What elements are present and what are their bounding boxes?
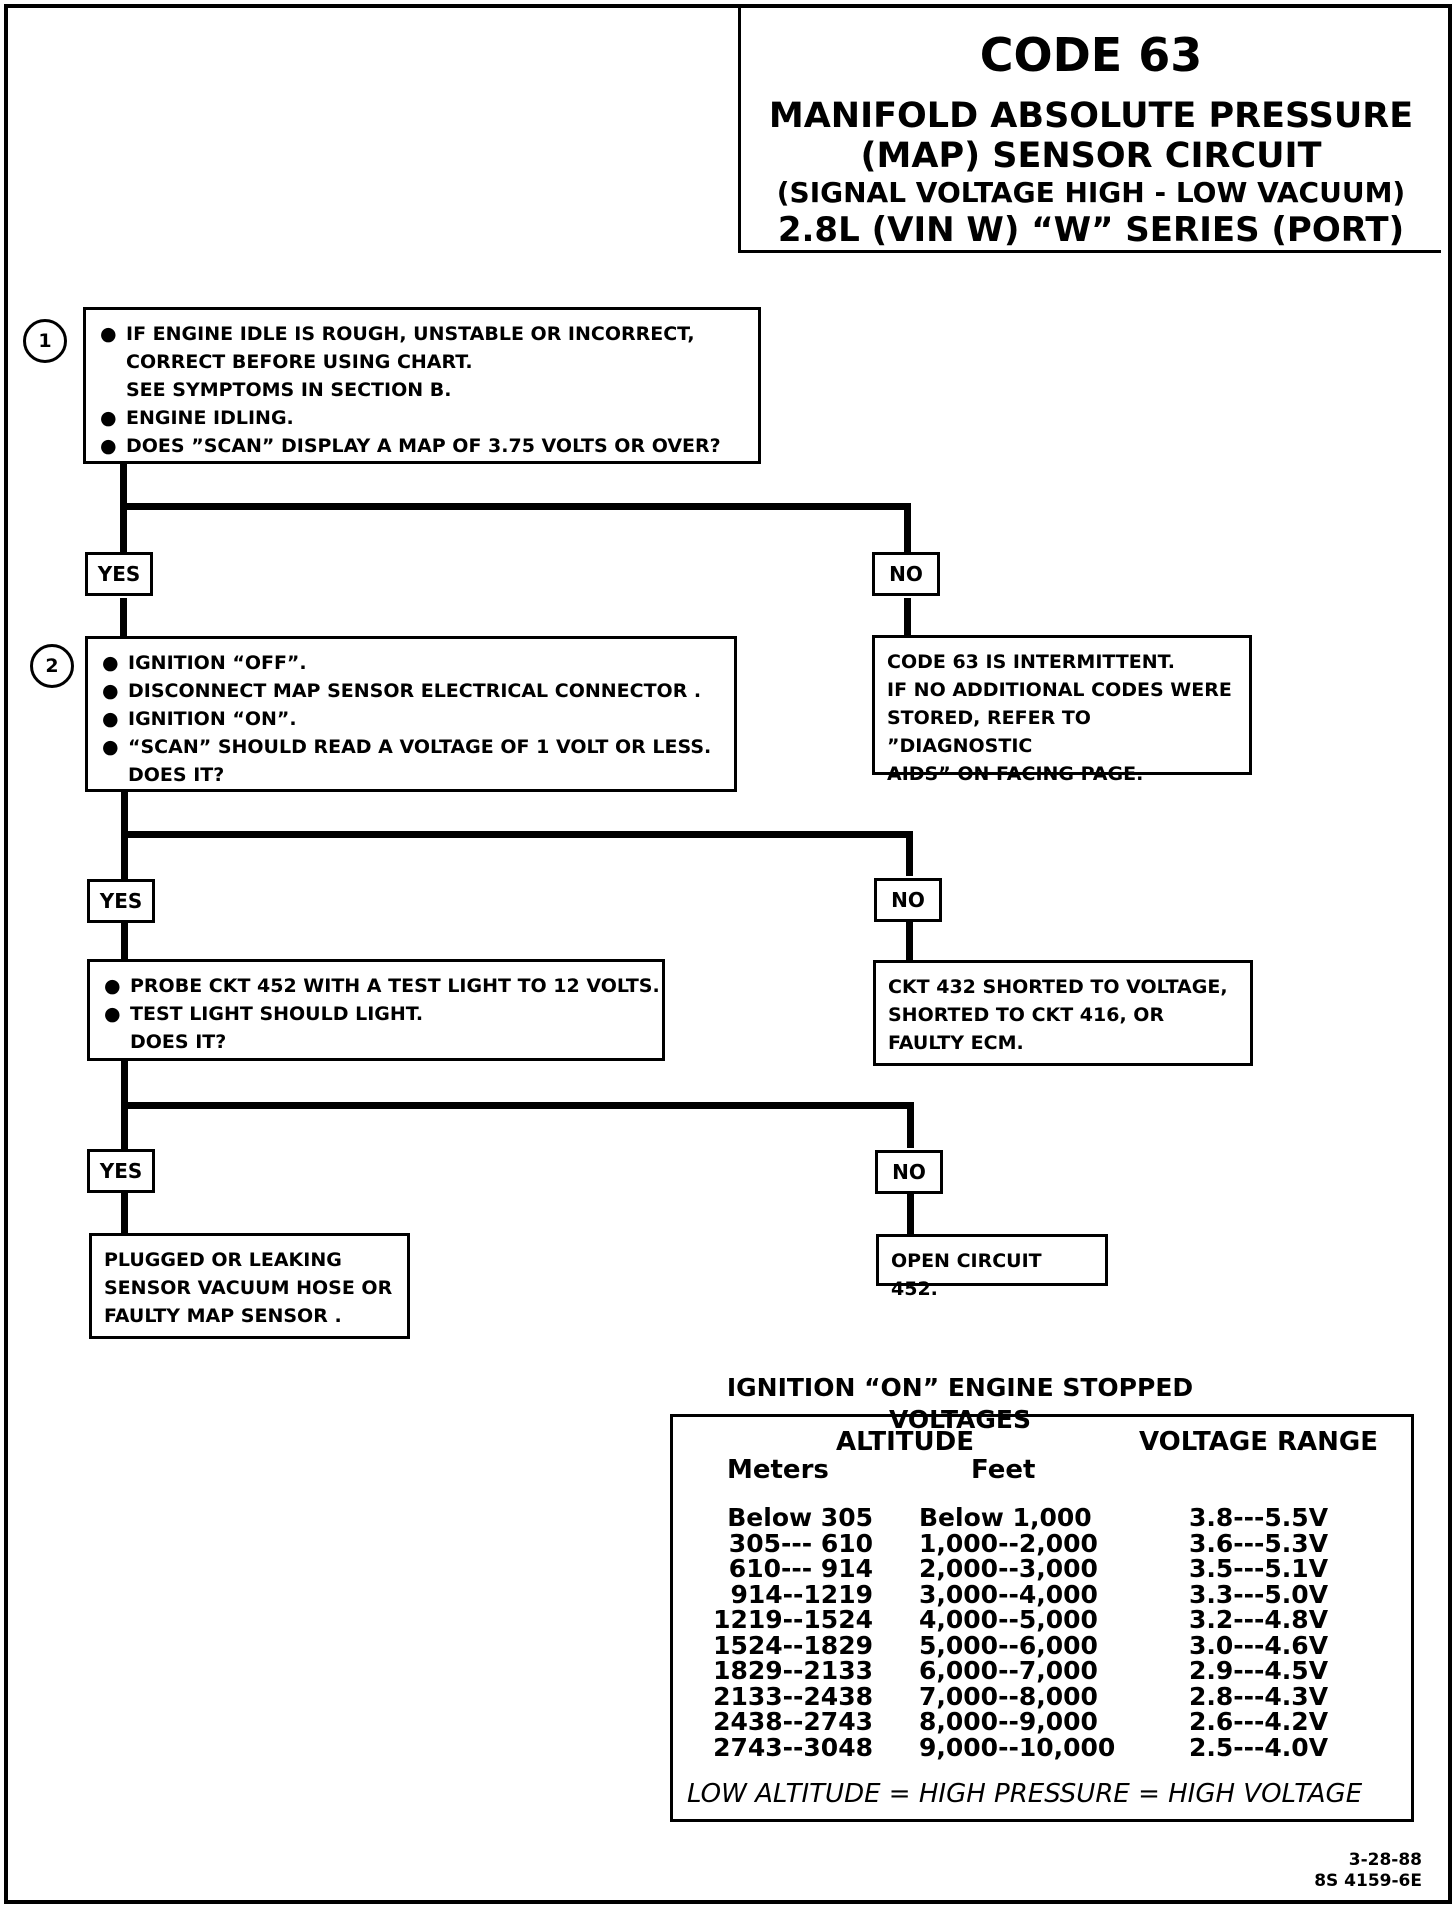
step-1-box: ●IF ENGINE IDLE IS ROUGH, UNSTABLE OR IN… bbox=[83, 307, 761, 464]
bullet-item: ●IF ENGINE IDLE IS ROUGH, UNSTABLE OR IN… bbox=[100, 323, 695, 345]
table-cell: 4,000--5,000 bbox=[919, 1605, 1098, 1634]
result-plugged-hose: PLUGGED OR LEAKING SENSOR VACUUM HOSE OR… bbox=[89, 1233, 410, 1339]
table-cell: 2.6---4.2V bbox=[1189, 1707, 1329, 1736]
connector-line bbox=[121, 831, 913, 838]
table-cell: 3,000--4,000 bbox=[919, 1579, 1098, 1609]
page-border bbox=[4, 4, 1452, 1904]
table-cell: 2,000--3,000 bbox=[919, 1554, 1098, 1583]
code-title: CODE 63 bbox=[979, 28, 1203, 82]
feet-header: Feet bbox=[971, 1455, 1036, 1485]
altitude-header: ALTITUDE bbox=[836, 1427, 974, 1457]
bullet-continuation: SEE SYMPTOMS IN SECTION B. bbox=[126, 379, 452, 401]
yes-label: YES bbox=[85, 552, 153, 596]
yes-label: YES bbox=[87, 879, 155, 923]
table-cell: 2743--3048 bbox=[713, 1732, 873, 1762]
title-block: CODE 63 MANIFOLD ABSOLUTE PRESSURE (MAP)… bbox=[738, 4, 1441, 253]
table-cell: 5,000--6,000 bbox=[919, 1630, 1098, 1660]
bullet-continuation: DOES IT? bbox=[128, 764, 225, 786]
meters-column: Below 305 305--- 610 610--- 914 914--121… bbox=[713, 1505, 873, 1760]
table-cell: Below 1,000 bbox=[919, 1503, 1092, 1532]
connector-line bbox=[120, 463, 127, 558]
table-cell: 1,000--2,000 bbox=[919, 1528, 1098, 1558]
bullet-item: ●“SCAN” SHOULD READ A VOLTAGE OF 1 VOLT … bbox=[102, 736, 712, 758]
table-cell: 610--- 914 bbox=[728, 1554, 873, 1583]
voltage-column: 3.8---5.5V 3.6---5.3V 3.5---5.1V 3.3---5… bbox=[1189, 1505, 1328, 1760]
meters-header: Meters bbox=[727, 1455, 829, 1485]
table-cell: 6,000--7,000 bbox=[919, 1656, 1098, 1685]
step-1-marker: 1 bbox=[23, 319, 67, 363]
bullet-item: ●ENGINE IDLING. bbox=[100, 407, 294, 429]
table-cell: 305--- 610 bbox=[728, 1528, 873, 1558]
connector-line bbox=[906, 920, 913, 960]
bullet-continuation: CORRECT BEFORE USING CHART. bbox=[126, 351, 473, 373]
table-cell: 3.0---4.6V bbox=[1189, 1630, 1329, 1660]
table-cell: 3.6---5.3V bbox=[1189, 1528, 1329, 1558]
bullet-item: ●IGNITION “ON”. bbox=[102, 708, 297, 730]
step-3-box: ●PROBE CKT 452 WITH A TEST LIGHT TO 12 V… bbox=[87, 959, 665, 1061]
voltage-range-header: VOLTAGE RANGE bbox=[1139, 1427, 1379, 1457]
table-cell: 2133--2438 bbox=[713, 1681, 873, 1711]
table-cell: Below 305 bbox=[727, 1503, 873, 1532]
bullet-item: ●TEST LIGHT SHOULD LIGHT. bbox=[104, 1003, 424, 1025]
connector-line bbox=[907, 1190, 914, 1236]
table-cell: 2438--2743 bbox=[713, 1707, 873, 1736]
bullet-item: ●PROBE CKT 452 WITH A TEST LIGHT TO 12 V… bbox=[104, 975, 660, 997]
document-stamp: 3-28-88 8S 4159-6E bbox=[1314, 1850, 1422, 1892]
result-open-circuit: OPEN CIRCUIT 452. bbox=[876, 1234, 1108, 1300]
voltage-table: ALTITUDE VOLTAGE RANGE Meters Feet Below… bbox=[670, 1414, 1414, 1822]
table-cell: 3.2---4.8V bbox=[1189, 1605, 1329, 1634]
table-cell: 3.3---5.0V bbox=[1189, 1579, 1329, 1609]
table-cell: 2.9---4.5V bbox=[1189, 1656, 1329, 1685]
feet-column: Below 1,000 1,000--2,000 2,000--3,000 3,… bbox=[919, 1505, 1115, 1760]
result-ckt432: CKT 432 SHORTED TO VOLTAGE, SHORTED TO C… bbox=[873, 960, 1253, 1066]
title-line-2: (MAP) SENSOR CIRCUIT bbox=[860, 136, 1322, 176]
stamp-date: 3-28-88 bbox=[1348, 1850, 1422, 1870]
bullet-continuation: DOES IT? bbox=[130, 1031, 227, 1053]
voltage-table-title: IGNITION “ON” ENGINE STOPPED VOLTAGES bbox=[726, 1373, 1194, 1434]
step-2-box: ●IGNITION “OFF”. ●DISCONNECT MAP SENSOR … bbox=[85, 636, 737, 792]
title-line-3: (SIGNAL VOLTAGE HIGH - LOW VACUUM) bbox=[776, 176, 1406, 209]
connector-line bbox=[120, 598, 127, 638]
table-cell: 2.8---4.3V bbox=[1189, 1681, 1329, 1711]
table-cell: 8,000--9,000 bbox=[919, 1707, 1098, 1736]
table-cell: 1219--1524 bbox=[713, 1605, 873, 1634]
no-label: NO bbox=[872, 552, 940, 596]
connector-line bbox=[906, 831, 913, 876]
table-cell: 2.5---4.0V bbox=[1189, 1732, 1329, 1762]
stamp-ref: 8S 4159-6E bbox=[1314, 1871, 1422, 1891]
bullet-item: ●IGNITION “OFF”. bbox=[102, 652, 307, 674]
table-cell: 1524--1829 bbox=[713, 1630, 873, 1660]
no-label: NO bbox=[874, 878, 942, 922]
altitude-pressure-note: LOW ALTITUDE = HIGH PRESSURE = HIGH VOLT… bbox=[687, 1779, 1363, 1809]
no-label: NO bbox=[875, 1150, 943, 1194]
connector-line bbox=[121, 1189, 128, 1235]
table-cell: 914--1219 bbox=[730, 1579, 873, 1609]
title-line-4: 2.8L (VIN W) “W” SERIES (PORT) bbox=[777, 210, 1405, 250]
step-2-marker: 2 bbox=[30, 644, 74, 688]
connector-line bbox=[907, 1102, 914, 1148]
result-intermittent: CODE 63 IS INTERMITTENT. IF NO ADDITIONA… bbox=[872, 635, 1252, 785]
connector-line bbox=[904, 598, 911, 636]
bullet-item: ●DOES ”SCAN” DISPLAY A MAP OF 3.75 VOLTS… bbox=[100, 435, 721, 457]
connector-line bbox=[121, 1102, 914, 1109]
bullet-item: ●DISCONNECT MAP SENSOR ELECTRICAL CONNEC… bbox=[102, 680, 702, 702]
connector-line bbox=[120, 503, 911, 510]
table-cell: 3.5---5.1V bbox=[1189, 1554, 1329, 1583]
connector-line bbox=[904, 503, 911, 558]
table-cell: 1829--2133 bbox=[713, 1656, 873, 1685]
yes-label: YES bbox=[87, 1149, 155, 1193]
table-cell: 3.8---5.5V bbox=[1189, 1503, 1329, 1532]
table-cell: 9,000--10,000 bbox=[919, 1732, 1116, 1762]
table-cell: 7,000--8,000 bbox=[919, 1681, 1098, 1711]
connector-line bbox=[121, 919, 128, 959]
title-line-1: MANIFOLD ABSOLUTE PRESSURE bbox=[768, 96, 1414, 136]
